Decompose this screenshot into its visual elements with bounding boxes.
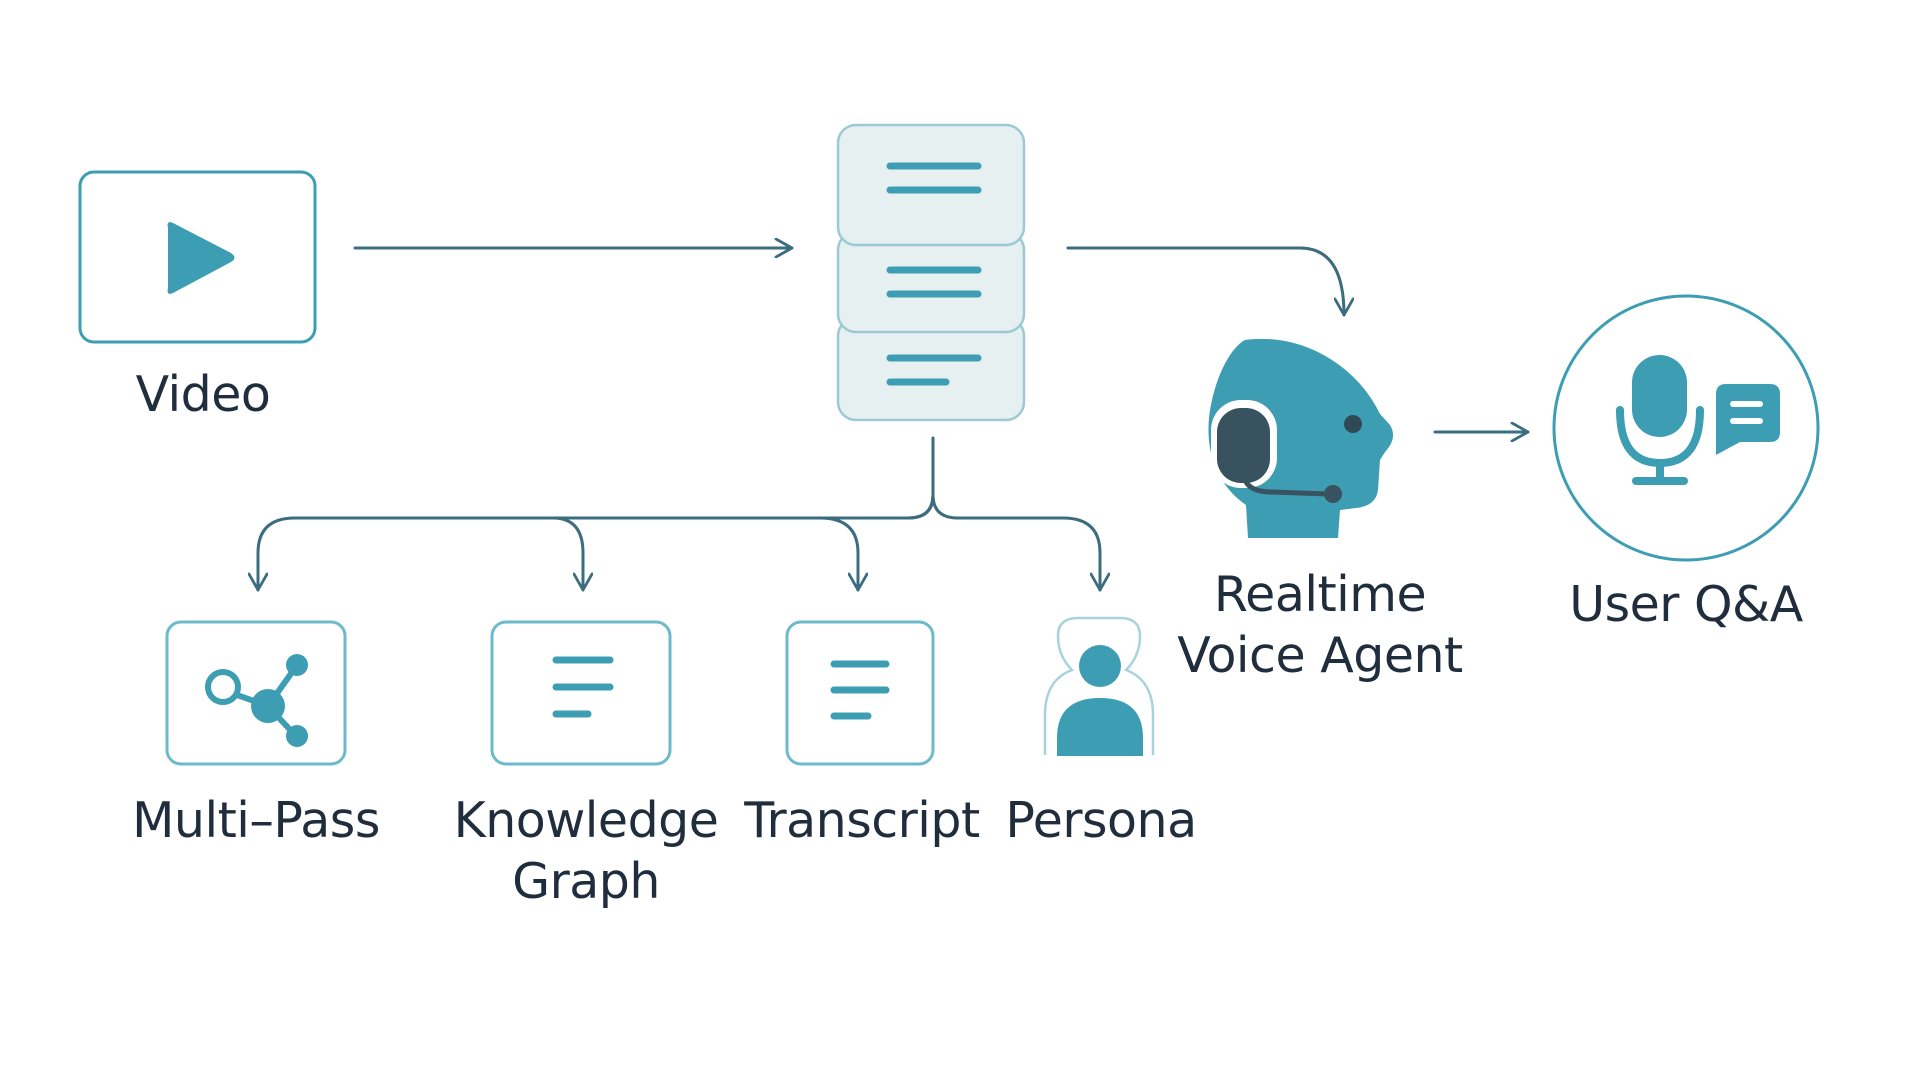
knowledge-graph-node: [490, 620, 672, 766]
user-qa-label: User Q&A: [1569, 576, 1803, 633]
microphone-chat-icon: [1616, 355, 1780, 485]
branch-knowledge-graph: [551, 493, 935, 592]
multi-pass-box: [165, 620, 347, 766]
knowledge-graph-label-line1: Knowledge: [453, 792, 719, 849]
play-icon: [167, 222, 235, 294]
knowledge-graph-label-line2: Graph: [512, 853, 660, 910]
arrow-docs-to-agent: [1066, 246, 1344, 317]
head-with-headset-icon: [1208, 338, 1394, 538]
text-lines-icon: [830, 660, 890, 720]
branch-transcript: [818, 493, 935, 592]
persona-label: Persona: [1005, 792, 1197, 849]
branch-persona: [931, 493, 1100, 592]
user-qa-circle: [1552, 294, 1820, 562]
voice-agent-label-line1: Realtime: [1213, 566, 1427, 623]
user-qa-node: [1552, 294, 1820, 562]
network-nodes-icon: [205, 654, 308, 747]
knowledge-graph-label: Knowledge Graph: [446, 790, 726, 912]
video-label: Video: [135, 366, 271, 423]
connectors: [258, 246, 1530, 592]
multi-pass-label: Multi–Pass: [132, 792, 380, 849]
person-icon: [1043, 616, 1155, 756]
voice-agent-label: Realtime Voice Agent: [1160, 564, 1480, 686]
multi-pass-node: [165, 620, 347, 766]
branch-trunk: [258, 436, 935, 592]
transcript-node: [785, 620, 935, 766]
voice-agent-label-line2: Voice Agent: [1177, 627, 1463, 684]
knowledge-graph-box: [490, 620, 672, 766]
video-node: [78, 170, 317, 344]
transcript-label: Transcript: [744, 792, 980, 849]
text-lines-icon: [552, 656, 614, 718]
document-stack-icon: [836, 123, 1026, 422]
